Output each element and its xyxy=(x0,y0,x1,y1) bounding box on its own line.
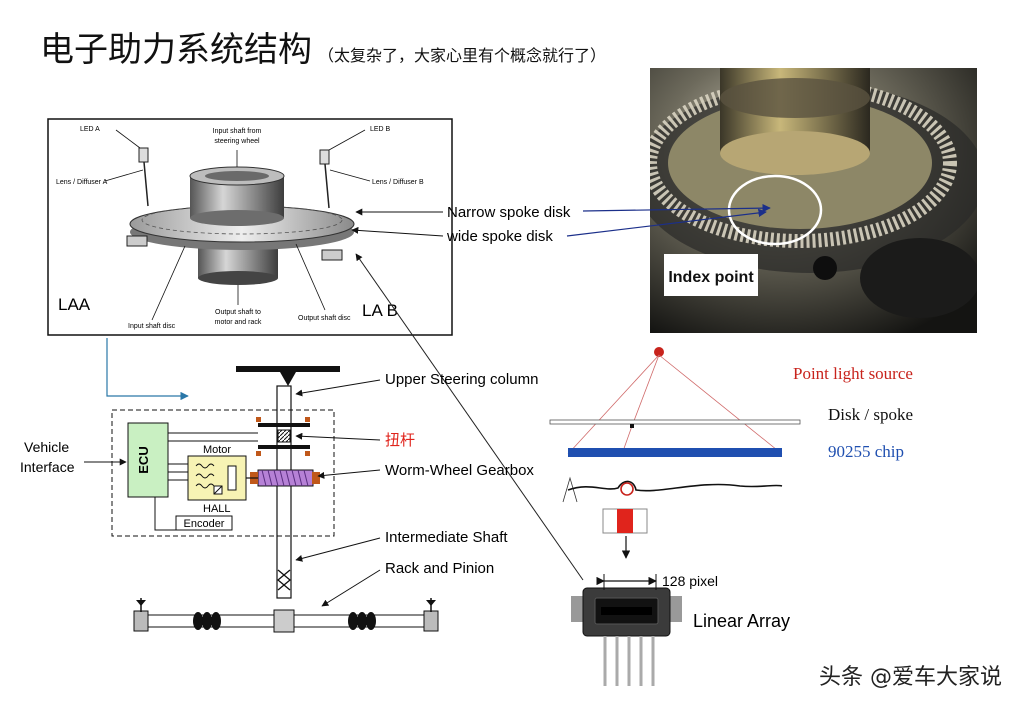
left-boot-icon xyxy=(193,612,221,630)
input-shaft-label-1: Input shaft from xyxy=(213,128,262,135)
ecu-label: ECU xyxy=(136,446,151,473)
lab-icon xyxy=(321,249,343,261)
optical-principle xyxy=(549,347,801,686)
subtitle-text: （太复杂了，大家心里有个概念就行了） xyxy=(318,46,607,65)
steering-wheel-icon xyxy=(236,366,340,386)
steering-column xyxy=(276,385,292,599)
eps-module-box xyxy=(111,409,335,537)
chip-label: 90255 chip xyxy=(828,442,904,461)
page-title: 电子助力系统结构 （太复杂了，大家心里有个概念就行了） xyxy=(40,22,606,71)
led-a-icon xyxy=(138,147,149,163)
upper-column-label: Upper Steering column xyxy=(385,371,538,388)
sensor-drawing: LED A LED B Input shaft from steering wh… xyxy=(47,118,453,336)
output-shaft-label-2: motor and rack xyxy=(215,319,262,326)
vehicle-label-1: Vehicle xyxy=(24,439,69,455)
point-light-label: Point light source xyxy=(793,364,913,383)
light-source-icon xyxy=(654,347,664,357)
led-b-icon xyxy=(319,149,330,165)
lens-b-label: Lens / Diffuser B xyxy=(372,179,424,186)
input-disc-label: Input shaft disc xyxy=(128,323,176,330)
lens-a-label: Lens / Diffuser A xyxy=(56,179,108,186)
vehicle-label-2: Interface xyxy=(20,459,75,475)
torsion-bar-label: 扭杆 xyxy=(385,431,415,449)
rack-pinion-label: Rack and Pinion xyxy=(385,560,494,577)
eps-system: ECU Motor HALL Encoder Vehicle Interface xyxy=(20,366,439,633)
output-shaft-label-1: Output shaft to xyxy=(215,309,261,316)
motor-label: Motor xyxy=(203,444,231,456)
index-circle xyxy=(727,174,823,246)
right-boot-icon xyxy=(348,612,376,630)
torsion-bar xyxy=(277,429,291,443)
laa-icon xyxy=(126,235,148,247)
title-text: 电子助力系统结构 xyxy=(40,30,312,70)
index-point-label: Index point xyxy=(668,269,754,286)
disk-spoke-label: Disk / spoke xyxy=(828,405,913,424)
led-b-label: LED B xyxy=(370,126,391,133)
linear-array-label: Linear Array xyxy=(693,611,790,631)
index-point-box xyxy=(664,254,758,296)
worm-gear-label: Worm-Wheel Gearbox xyxy=(385,462,534,479)
ecu-box xyxy=(127,422,169,498)
lab-label: LA B xyxy=(362,301,398,320)
narrow-spoke-label: Narrow spoke disk xyxy=(447,204,571,221)
encoder-box xyxy=(175,515,233,531)
chip-pins xyxy=(603,636,655,686)
pixel-label: 128 pixel xyxy=(662,573,718,589)
chip-bar xyxy=(568,448,782,457)
encoder-label: Encoder xyxy=(184,518,225,530)
sensor-photo: Index point xyxy=(650,68,977,333)
laa-label: LAA xyxy=(58,295,91,314)
intermediate-shaft-label: Intermediate Shaft xyxy=(385,529,508,546)
disk-spoke-bar xyxy=(549,419,801,425)
watermark: 头条 @爱车大家说 xyxy=(819,665,1002,690)
signal-curve xyxy=(567,480,783,492)
output-disc-label: Output shaft disc xyxy=(298,315,351,322)
pinion-housing xyxy=(273,609,295,633)
hall-label: HALL xyxy=(203,503,231,515)
input-shaft-label-2: steering wheel xyxy=(214,138,260,145)
wide-spoke-label: wide spoke disk xyxy=(446,228,553,245)
led-a-label: LED A xyxy=(80,126,100,133)
